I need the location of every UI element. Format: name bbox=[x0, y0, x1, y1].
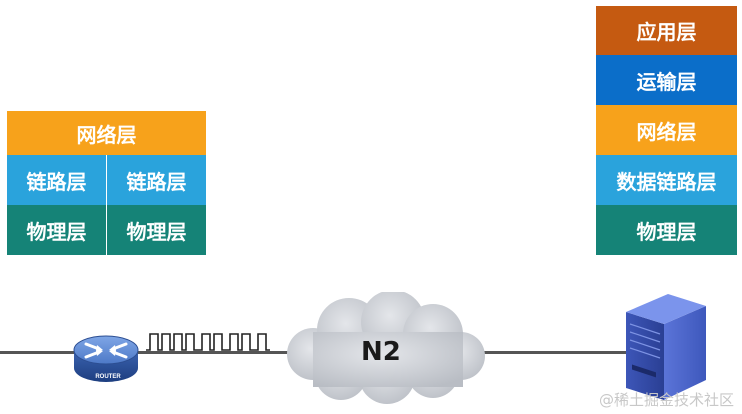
host-network-layer: 网络层 bbox=[596, 105, 737, 155]
router-label: ROUTER bbox=[95, 374, 121, 380]
link-left-to-router bbox=[0, 351, 74, 354]
watermark: @稀土掘金技术社区 bbox=[598, 391, 734, 409]
router-datalink-layer-right: 链路层 bbox=[107, 155, 206, 205]
link-cloud-to-server bbox=[478, 351, 630, 354]
router-icon bbox=[73, 335, 139, 382]
router-datalink-layer-left: 链路层 bbox=[7, 155, 106, 205]
link-router-to-cloud bbox=[138, 351, 296, 354]
router-physical-layer-left: 物理层 bbox=[7, 205, 106, 255]
router-stack-divider bbox=[106, 155, 107, 255]
host-physical-layer: 物理层 bbox=[596, 205, 737, 255]
host-datalink-layer: 数据链路层 bbox=[596, 155, 737, 205]
network-cloud-icon bbox=[287, 292, 485, 404]
network-cloud-label: N2 bbox=[361, 337, 401, 367]
router-physical-layer-right: 物理层 bbox=[107, 205, 206, 255]
host-application-layer: 应用层 bbox=[596, 6, 737, 55]
signal-waveform-icon bbox=[146, 333, 270, 351]
server-icon bbox=[626, 294, 706, 400]
host-transport-layer: 运输层 bbox=[596, 55, 737, 105]
router-network-layer: 网络层 bbox=[7, 111, 206, 155]
